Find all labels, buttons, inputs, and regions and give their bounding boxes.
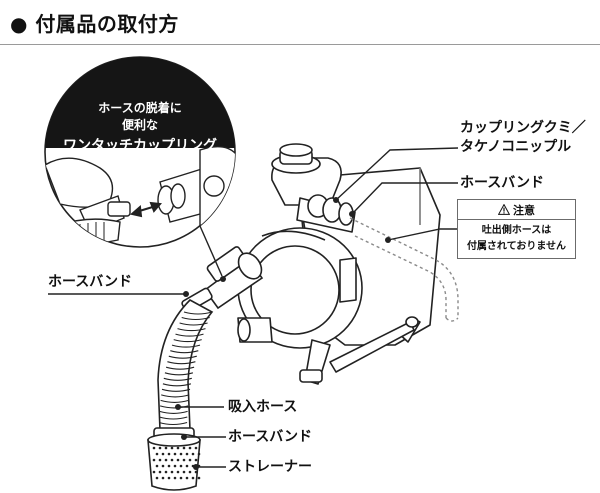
callout-line-3: ワンタッチカップリング — [63, 138, 217, 154]
hose-rib — [165, 366, 195, 370]
label-hose-band-bottom: ホースバンド — [228, 429, 312, 445]
strainer-hole — [173, 476, 177, 480]
strainer-hole — [191, 452, 195, 456]
hose-rib — [158, 421, 188, 426]
label-hose-band-left: ホースバンド — [48, 274, 132, 290]
leader-dots — [175, 197, 391, 470]
strainer-hole — [164, 470, 168, 474]
strainer-hole — [194, 458, 198, 462]
callout-label: ホースの脱着に 便利な ワンタッチカップリング — [48, 100, 232, 156]
notice-heading: 注意 — [458, 200, 575, 220]
hose-rib — [161, 394, 190, 398]
strainer-hole — [158, 446, 162, 450]
notice-body: 吐出側ホースは 付属されておりません — [458, 220, 575, 255]
strainer-hole — [167, 452, 171, 456]
hose-rib — [162, 383, 192, 387]
strainer-hole — [176, 458, 180, 462]
strainer-hole — [167, 476, 171, 480]
strainer-hole — [155, 464, 159, 468]
strainer-hole — [158, 470, 162, 474]
strainer-hole — [161, 464, 165, 468]
strainer-mesh — [152, 446, 201, 480]
page-title: ● 付属品の取付方 — [10, 12, 179, 36]
notice-heading-text: 注意 — [513, 203, 535, 217]
hose-rib — [164, 372, 194, 376]
strainer-hole — [155, 452, 159, 456]
hose-rib — [179, 322, 208, 326]
strainer-hole — [155, 476, 159, 480]
strainer-hole — [158, 458, 162, 462]
strainer-hole — [188, 458, 192, 462]
strainer-hole — [161, 476, 165, 480]
hose-rib — [168, 355, 197, 359]
label-coupling-line-2: タケノコニップル — [460, 139, 572, 155]
strainer-hole — [152, 458, 156, 462]
notice-box: 注意 吐出側ホースは 付属されておりません — [457, 199, 576, 259]
hose-rib — [171, 344, 201, 348]
hose-rib — [159, 416, 188, 420]
warning-triangle-icon — [498, 204, 510, 215]
strainer-hole — [152, 470, 156, 474]
strainer-hole — [167, 464, 171, 468]
strainer-hole — [170, 446, 174, 450]
strainer-hole — [164, 458, 168, 462]
strainer-hole — [185, 476, 189, 480]
suction-assembly — [157, 246, 264, 431]
notice-line-2: 付属されておりません — [466, 241, 567, 252]
label-suction-hose: 吸入ホース — [228, 399, 298, 415]
hose-rib — [175, 333, 204, 337]
strainer-hole — [152, 446, 156, 450]
strainer-hole — [194, 446, 198, 450]
pump-illustration — [237, 143, 441, 385]
strainer-hole — [197, 452, 201, 456]
strainer-hole — [176, 446, 180, 450]
strainer-hole — [173, 452, 177, 456]
strainer-hole — [176, 470, 180, 474]
strainer-hole — [161, 452, 165, 456]
strainer-hole — [185, 464, 189, 468]
strainer-hole — [191, 476, 195, 480]
strainer-hole — [188, 470, 192, 474]
strainer-hole — [179, 464, 183, 468]
strainer-hole — [170, 458, 174, 462]
strainer-hole — [188, 446, 192, 450]
strainer-hole — [182, 458, 186, 462]
label-hose-band-right: ホースバンド — [460, 175, 544, 191]
hose-rib — [167, 361, 196, 365]
notice-line-1: 吐出側ホースは — [481, 225, 552, 236]
hose-rib — [170, 350, 199, 354]
hose-rib — [159, 410, 188, 414]
hose-rib — [163, 377, 192, 381]
callout-line-2: 便利な — [121, 118, 158, 132]
strainer-hole — [182, 446, 186, 450]
hose-rib — [181, 316, 210, 321]
strainer-hole — [194, 470, 198, 474]
callout-line-1: ホースの脱着に — [98, 101, 182, 115]
hose-rib — [173, 339, 202, 343]
title-divider — [0, 44, 600, 45]
strainer-hole — [197, 476, 201, 480]
hose-rib — [160, 399, 189, 403]
strainer-hole — [179, 452, 183, 456]
strainer-hole — [179, 476, 183, 480]
strainer-hole — [182, 470, 186, 474]
hose-rib — [161, 388, 191, 392]
strainer-hole — [170, 470, 174, 474]
callout-pointer — [199, 225, 223, 277]
strainer-hole — [185, 452, 189, 456]
hose-rib — [183, 311, 213, 315]
strainer-hole — [173, 464, 177, 468]
hose-rib — [177, 328, 206, 332]
discharge-hose-dashed — [349, 217, 459, 322]
strainer-hole — [164, 446, 168, 450]
leader-lines — [48, 147, 459, 468]
label-strainer: ストレーナー — [228, 459, 312, 475]
label-coupling-line-1: カップリングクミ／ — [460, 120, 586, 136]
